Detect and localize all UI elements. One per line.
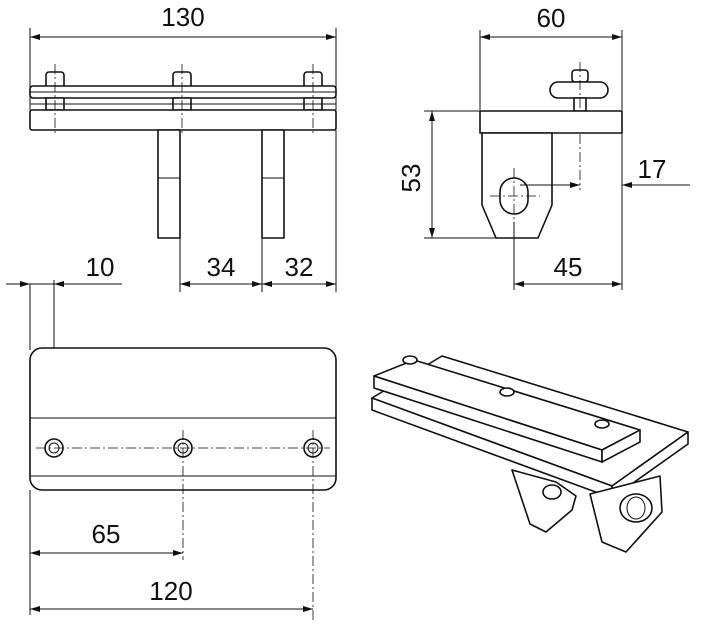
dim-53-label: 53	[396, 164, 426, 193]
top-view: 10 65 120	[6, 252, 337, 620]
base-plate-front	[29, 109, 337, 131]
dim-120-label: 120	[149, 576, 192, 606]
dim-34-label: 34	[207, 252, 236, 282]
iso-bolt-2	[499, 387, 515, 397]
iso-slot-icon	[619, 493, 653, 523]
iso-bolt-3	[594, 419, 610, 429]
iso-leg-left	[511, 469, 577, 533]
dim-130-label: 130	[161, 2, 204, 32]
dim-60-label: 60	[537, 3, 566, 33]
leg-right	[261, 129, 285, 239]
dim-10-label: 10	[86, 252, 115, 282]
dim-45-label: 45	[554, 252, 583, 282]
side-plate	[479, 110, 623, 134]
side-view: 60 53 17 45	[396, 3, 690, 290]
isometric-view	[371, 355, 689, 553]
iso-bolt-1	[402, 355, 418, 365]
dim-32-label: 32	[285, 252, 314, 282]
front-view: 130 34 32	[29, 2, 337, 292]
leg-left	[157, 129, 181, 239]
nut-side	[549, 81, 609, 99]
dim-17-label: 17	[638, 154, 667, 184]
dim-65-label: 65	[92, 519, 121, 549]
